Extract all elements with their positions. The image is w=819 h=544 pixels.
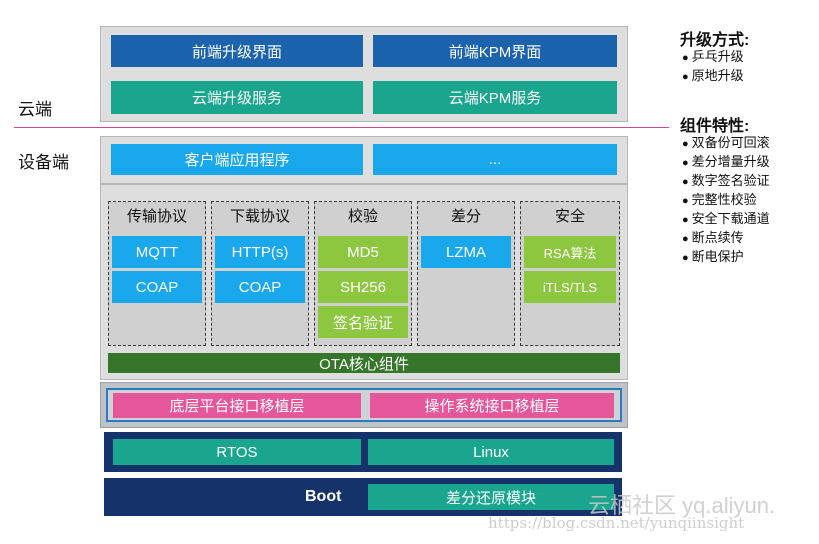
upgrade-methods-list: 乒乓升级 原地升级: [682, 48, 744, 86]
watermark-url: https://blog.csdn.net/yunqiinsight: [488, 514, 745, 532]
linux: Linux: [368, 439, 614, 465]
client-application: 客户端应用程序: [111, 144, 363, 175]
item-coap-download: COAP: [215, 271, 305, 303]
item-tls: iTLS/TLS: [524, 271, 616, 303]
more-applications: ...: [373, 144, 617, 175]
item-signature-verify: 签名验证: [318, 306, 408, 338]
item-sh256: SH256: [318, 271, 408, 303]
list-item: 差分增量升级: [682, 153, 770, 172]
group-title: 差分: [450, 208, 481, 225]
group-differential: 差分: [417, 201, 515, 346]
rtos: RTOS: [113, 439, 361, 465]
cloud-kpm-service: 云端KPM服务: [373, 81, 617, 114]
item-coap: COAP: [112, 271, 202, 303]
ota-core-component: OTA核心组件: [108, 353, 620, 373]
list-item: 数字签名验证: [682, 172, 770, 191]
item-mqtt: MQTT: [112, 236, 202, 268]
watermark-site: 云栖社区 yq.aliyun.: [588, 493, 776, 518]
group-title: 传输协议: [126, 208, 187, 225]
cloud-label: 云端: [18, 100, 52, 119]
list-item: 双备份可回滚: [682, 134, 770, 153]
cloud-device-divider: [14, 127, 669, 128]
list-item: 断电保护: [682, 248, 770, 267]
platform-porting-layer: 底层平台接口移植层: [113, 393, 361, 418]
list-item: 乒乓升级: [682, 48, 744, 67]
upgrade-methods-title: 升级方式:: [680, 32, 750, 49]
diff-restore-module: 差分还原模块: [368, 484, 614, 510]
item-md5: MD5: [318, 236, 408, 268]
os-porting-layer: 操作系统接口移植层: [370, 393, 614, 418]
frontend-upgrade-ui: 前端升级界面: [111, 35, 363, 67]
boot-label: Boot: [305, 488, 342, 505]
item-rsa: RSA算法: [524, 236, 616, 268]
list-item: 原地升级: [682, 67, 744, 86]
list-item: 断点续传: [682, 229, 770, 248]
item-lzma: LZMA: [421, 236, 511, 268]
item-https: HTTP(s): [215, 236, 305, 268]
group-title: 校验: [347, 208, 378, 225]
component-features-list: 双备份可回滚 差分增量升级 数字签名验证 完整性校验 安全下载通道 断点续传 断…: [682, 134, 770, 267]
group-title: 安全: [554, 208, 585, 225]
list-item: 安全下载通道: [682, 210, 770, 229]
frontend-kpm-ui: 前端KPM界面: [373, 35, 617, 67]
cloud-upgrade-service: 云端升级服务: [111, 81, 363, 114]
group-title: 下载协议: [229, 208, 290, 225]
list-item: 完整性校验: [682, 191, 770, 210]
device-label: 设备端: [18, 153, 69, 172]
component-features-title: 组件特性:: [680, 118, 750, 135]
